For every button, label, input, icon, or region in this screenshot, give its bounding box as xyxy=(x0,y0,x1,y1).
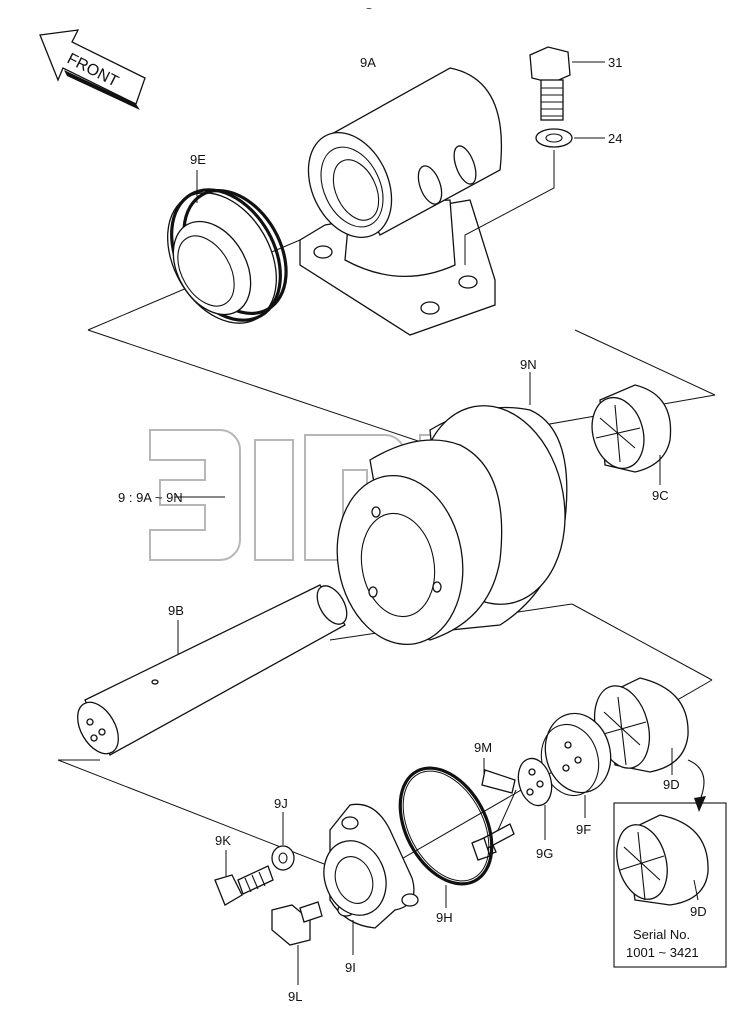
callout-9g: 9G xyxy=(536,846,553,861)
variant-arrow xyxy=(687,759,706,812)
callout-9c: 9C xyxy=(652,488,669,503)
assembly-note: 9 : 9A ~ 9N xyxy=(118,490,183,505)
part-9c-bushing xyxy=(591,384,672,485)
part-9i-end-cap xyxy=(323,803,419,955)
part-9l-bolt xyxy=(271,901,323,985)
callout-9h: 9H xyxy=(436,910,453,925)
callout-labels: 9A 31 24 9E 9N 9C 9B 9M 9D 9J 9K 9F 9G 9… xyxy=(118,55,707,1004)
callout-9i: 9I xyxy=(345,960,356,975)
part-9k-bolt xyxy=(214,850,274,906)
callout-9f: 9F xyxy=(576,822,591,837)
part-9n-roller xyxy=(336,372,568,646)
part-31-bolt xyxy=(529,46,605,121)
callout-9d-serial: 9D xyxy=(690,904,707,919)
part-24-washer xyxy=(464,128,605,265)
callout-9d: 9D xyxy=(663,777,680,792)
callout-31: 31 xyxy=(608,55,622,70)
callout-9l: 9L xyxy=(288,989,302,1004)
serial-title: Serial No. xyxy=(633,927,690,942)
callout-9m: 9M xyxy=(474,740,492,755)
part-9g-plate xyxy=(517,757,553,840)
callout-9k: 9K xyxy=(215,833,231,848)
part-9e-seal xyxy=(167,170,288,324)
callout-24: 24 xyxy=(608,131,622,146)
part-9h-o-ring xyxy=(398,766,494,908)
callout-9a: 9A xyxy=(360,55,376,70)
callout-9j: 9J xyxy=(274,796,288,811)
top-mark: ~ xyxy=(366,4,372,15)
callout-9e: 9E xyxy=(190,152,206,167)
front-direction-arrow: FRONT xyxy=(39,29,146,110)
callout-9n: 9N xyxy=(520,357,537,372)
part-9f-cover xyxy=(540,712,612,818)
serial-range: 1001 ~ 3421 xyxy=(626,945,699,960)
callout-9b: 9B xyxy=(168,603,184,618)
part-9a-housing xyxy=(299,67,503,336)
part-9j-washer xyxy=(271,812,295,871)
serial-variant-box xyxy=(613,802,727,968)
part-9b-shaft xyxy=(77,584,348,756)
